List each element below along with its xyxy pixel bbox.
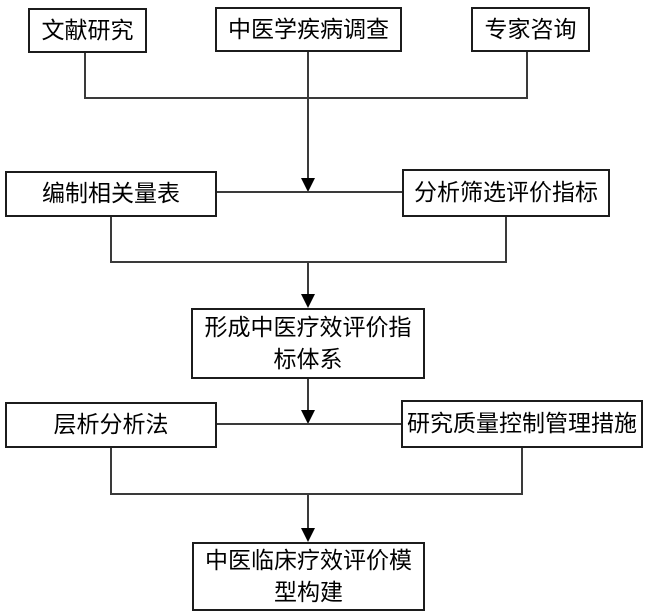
indicator-system-drop-line — [307, 379, 309, 412]
node-tcm-disease-survey-label: 中医学疾病调查 — [228, 16, 389, 42]
node-layer-analysis-method-label: 层析分析法 — [53, 412, 169, 438]
arrow-down-icon — [301, 178, 315, 192]
node-model-construction-label-line1: 中医临床疗效评价模 — [205, 548, 412, 574]
screen-indicators-drop-line — [505, 217, 507, 263]
node-model-construction: 中医临床疗效评价模 型构建 — [192, 542, 425, 611]
arrow-down-icon — [301, 528, 315, 542]
literature-drop-line — [84, 53, 86, 99]
node-layer-analysis-method: 层析分析法 — [5, 402, 217, 448]
node-model-construction-label-line2: 型构建 — [274, 579, 343, 605]
node-expert-consultation: 专家咨询 — [471, 7, 590, 52]
layer-analysis-drop-line — [110, 448, 112, 495]
compile-scales-drop-line — [110, 217, 112, 263]
row4-merge-horizontal-line — [110, 493, 523, 495]
arrow-down-icon — [301, 410, 315, 424]
quality-control-drop-line — [521, 448, 523, 495]
node-quality-control-measures: 研究质量控制管理措施 — [401, 400, 643, 448]
node-screen-indicators: 分析筛选评价指标 — [402, 169, 610, 217]
top-spine-line — [307, 52, 309, 180]
node-compile-scales-label: 编制相关量表 — [42, 181, 180, 207]
node-screen-indicators-label: 分析筛选评价指标 — [414, 180, 598, 206]
node-indicator-system: 形成中医疗效评价指 标体系 — [191, 308, 425, 379]
node-quality-control-measures-label: 研究质量控制管理措施 — [407, 411, 637, 437]
node-literature-research-label: 文献研究 — [41, 17, 134, 43]
arrow-down-icon — [301, 294, 315, 308]
node-indicator-system-label-line1: 形成中医疗效评价指 — [204, 315, 412, 341]
row4-spine-line — [307, 493, 309, 530]
node-tcm-disease-survey: 中医学疾病调查 — [215, 7, 402, 52]
row2-connector-line — [217, 191, 402, 193]
node-expert-consultation-label: 专家咨询 — [484, 16, 577, 42]
node-compile-scales: 编制相关量表 — [5, 171, 217, 217]
node-literature-research: 文献研究 — [28, 8, 147, 53]
row4-connector-line — [217, 423, 401, 425]
row2-spine-line — [307, 261, 309, 296]
top-merge-horizontal-line — [84, 97, 528, 99]
node-indicator-system-label-line2: 标体系 — [273, 346, 343, 372]
expert-drop-line — [526, 52, 528, 99]
